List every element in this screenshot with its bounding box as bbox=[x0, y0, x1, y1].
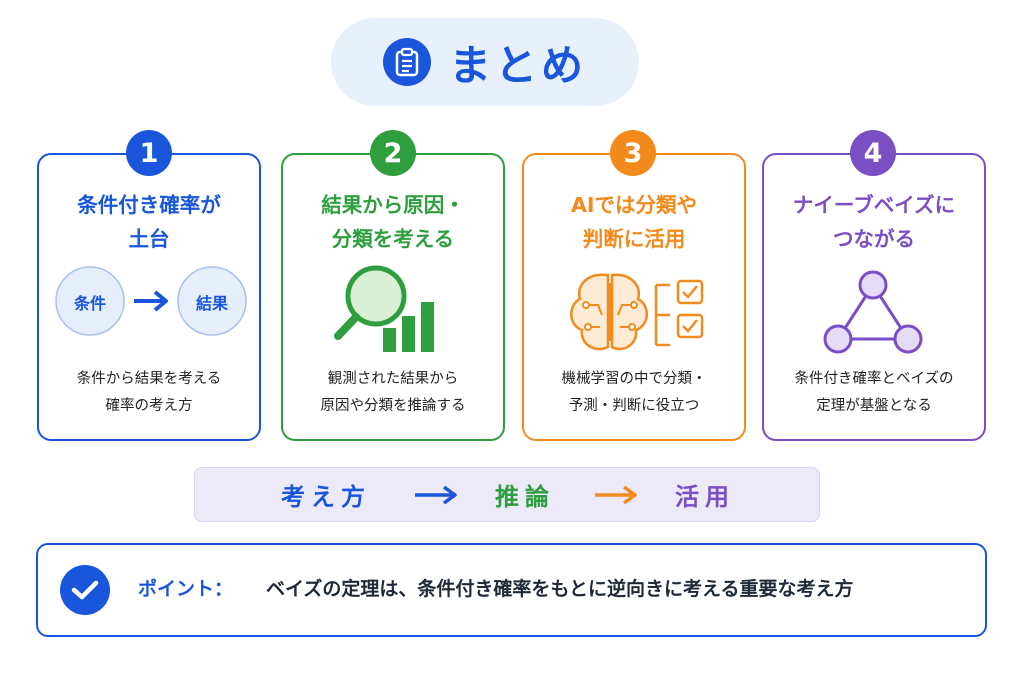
card-1-desc-line1: 条件から結果を考える bbox=[76, 371, 222, 387]
card-4-title: ナイーブベイズに つながる bbox=[764, 188, 984, 256]
flow-step-2: 推論 bbox=[495, 483, 555, 511]
card-2-title-line2: 分類を考える bbox=[331, 227, 455, 251]
flow-bar: 考え方 推論 活用 bbox=[194, 467, 820, 522]
flow-step-1: 考え方 bbox=[281, 483, 371, 511]
step-number-4: 4 bbox=[850, 130, 896, 176]
magnifier-chart-icon bbox=[334, 265, 434, 352]
card-2-desc-line1: 観測された結果から bbox=[327, 371, 459, 387]
card-3-title-line1: AIでは分類や bbox=[571, 193, 697, 217]
card-4-desc-line2: 定理が基盤となる bbox=[816, 398, 932, 414]
arrow-right-icon bbox=[134, 290, 168, 312]
card-4-description: 条件付き確率とベイズの 定理が基盤となる bbox=[764, 366, 984, 420]
card-2-title-line1: 結果から原因・ bbox=[321, 193, 465, 217]
card-1-title: 条件付き確率が 土台 bbox=[39, 188, 259, 256]
card-3-title-line2: 判断に活用 bbox=[582, 227, 686, 251]
page-title: まとめ bbox=[448, 40, 587, 90]
point-label: ポイント： bbox=[138, 578, 234, 600]
card-1-illustration bbox=[55, 266, 247, 336]
card-3-description: 機械学習の中で分類・ 予測・判断に役立つ bbox=[524, 366, 744, 420]
card-2-title: 結果から原因・ 分類を考える bbox=[283, 188, 503, 256]
arrow-right-icon bbox=[415, 485, 457, 505]
flow-step-3: 活用 bbox=[675, 483, 735, 511]
point-box: ポイント： ベイズの定理は、条件付き確率をもとに逆向きに考える重要な考え方 bbox=[36, 543, 987, 637]
triangle-network-icon bbox=[823, 270, 923, 354]
card-3-desc-line2: 予測・判断に役立つ bbox=[568, 398, 700, 414]
clipboard-icon bbox=[382, 38, 431, 86]
card-1-title-line1: 条件付き確率が bbox=[77, 193, 221, 217]
card-4-title-line2: つながる bbox=[833, 227, 915, 251]
card-4: ナイーブベイズに つながる 条件付き確率とベイズの 定理が基盤となる bbox=[762, 153, 986, 441]
bubble-result: 結果 bbox=[195, 294, 228, 313]
point-text: ベイズの定理は、条件付き確率をもとに逆向きに考える重要な考え方 bbox=[266, 578, 854, 600]
card-4-title-line1: ナイーブベイズに bbox=[792, 193, 956, 217]
card-1: 条件付き確率が 土台 条件 結果 条件から結果を考える 確率の考え方 bbox=[37, 153, 261, 441]
check-icon bbox=[60, 565, 110, 615]
step-number-1: 1 bbox=[126, 130, 172, 176]
card-3-desc-line1: 機械学習の中で分類・ bbox=[561, 371, 707, 387]
card-2-description: 観測された結果から 原因や分類を推論する bbox=[283, 366, 503, 420]
card-1-desc-line2: 確率の考え方 bbox=[105, 398, 193, 414]
card-2-desc-line2: 原因や分類を推論する bbox=[320, 398, 466, 414]
card-1-title-line2: 土台 bbox=[128, 227, 170, 251]
brain-checklist-icon bbox=[570, 273, 704, 351]
card-4-desc-line1: 条件付き確率とベイズの bbox=[794, 371, 954, 387]
bubble-condition: 条件 bbox=[73, 294, 106, 313]
step-number-3: 3 bbox=[610, 130, 656, 176]
card-1-description: 条件から結果を考える 確率の考え方 bbox=[39, 366, 259, 420]
arrow-right-icon bbox=[595, 485, 637, 505]
step-number-2: 2 bbox=[370, 130, 416, 176]
title-banner: まとめ bbox=[331, 18, 639, 106]
card-3-title: AIでは分類や 判断に活用 bbox=[524, 188, 744, 256]
card-2: 結果から原因・ 分類を考える 観測された結果から 原因や分類を推論する bbox=[281, 153, 505, 441]
card-3: AIでは分類や 判断に活用 機械学習の中で bbox=[522, 153, 746, 441]
